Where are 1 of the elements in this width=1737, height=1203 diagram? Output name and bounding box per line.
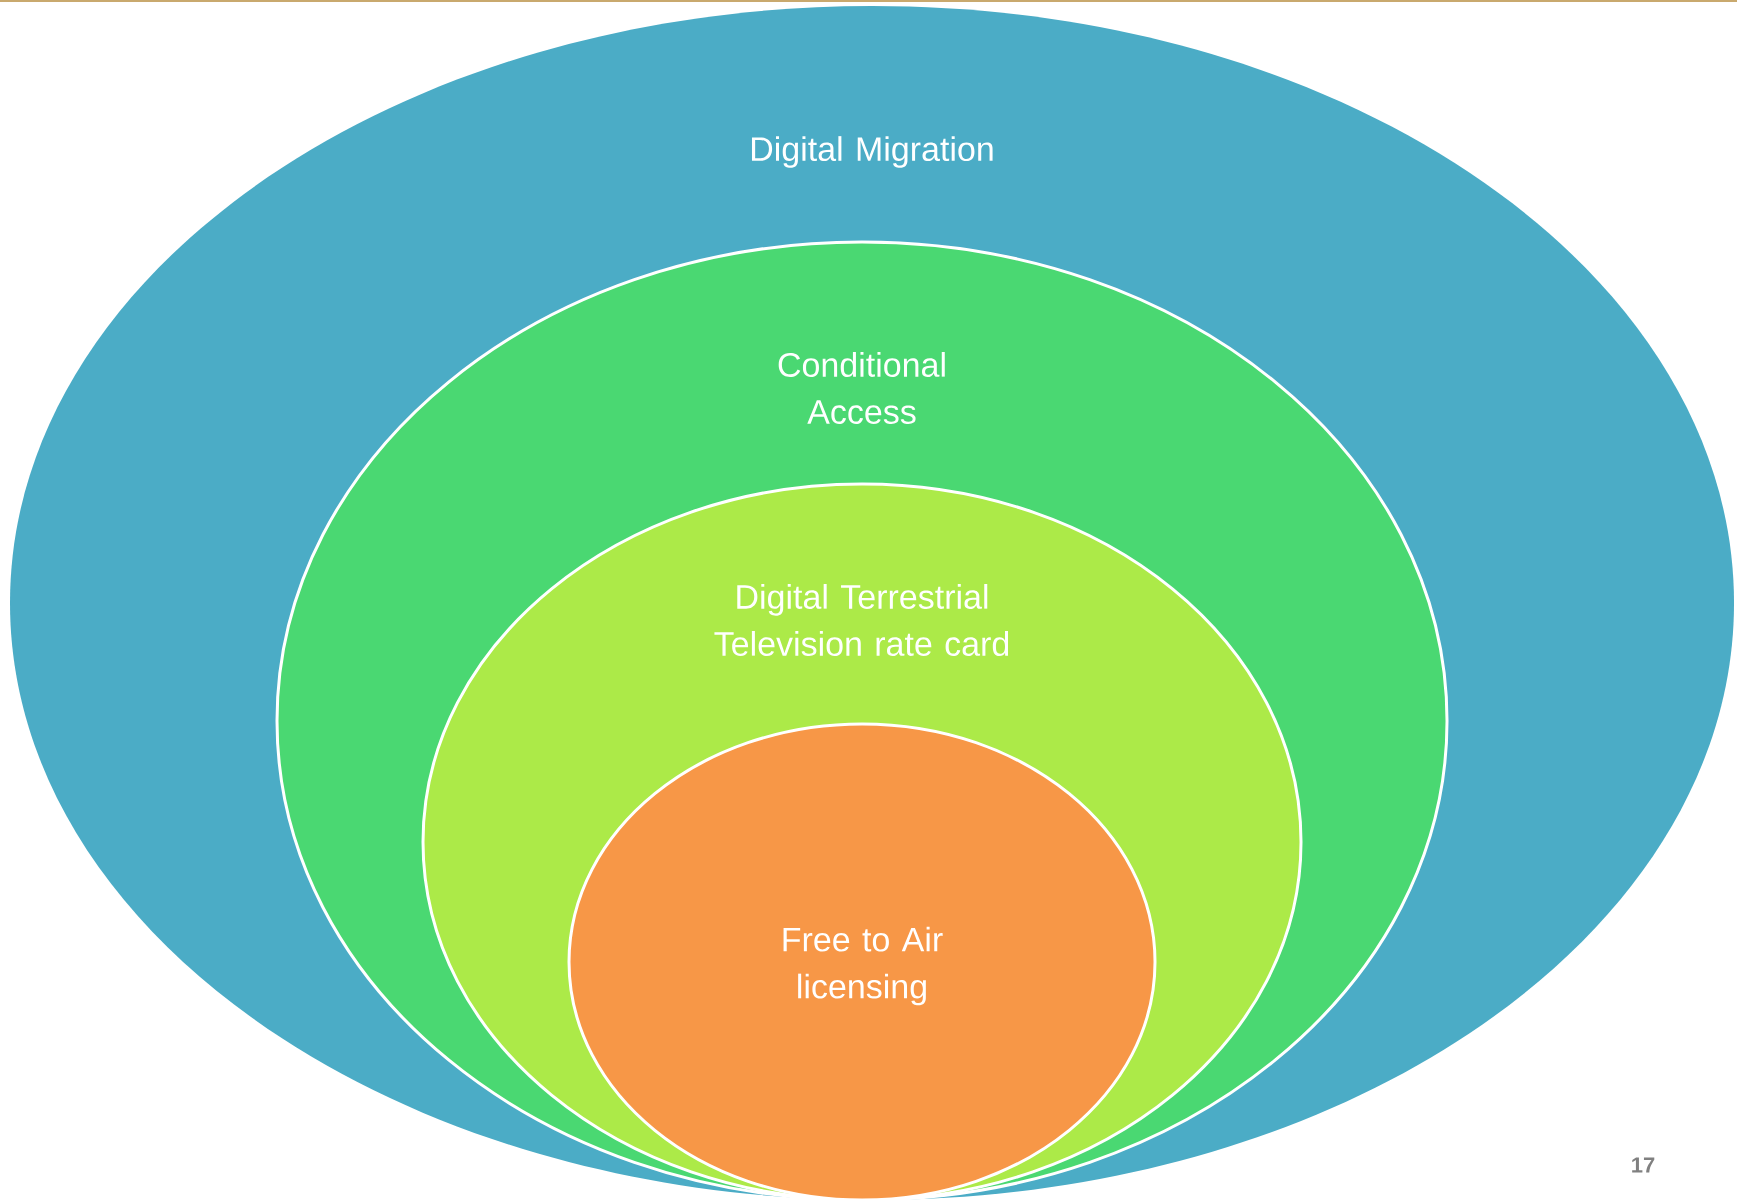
page-number: 17: [1632, 1157, 1655, 1173]
